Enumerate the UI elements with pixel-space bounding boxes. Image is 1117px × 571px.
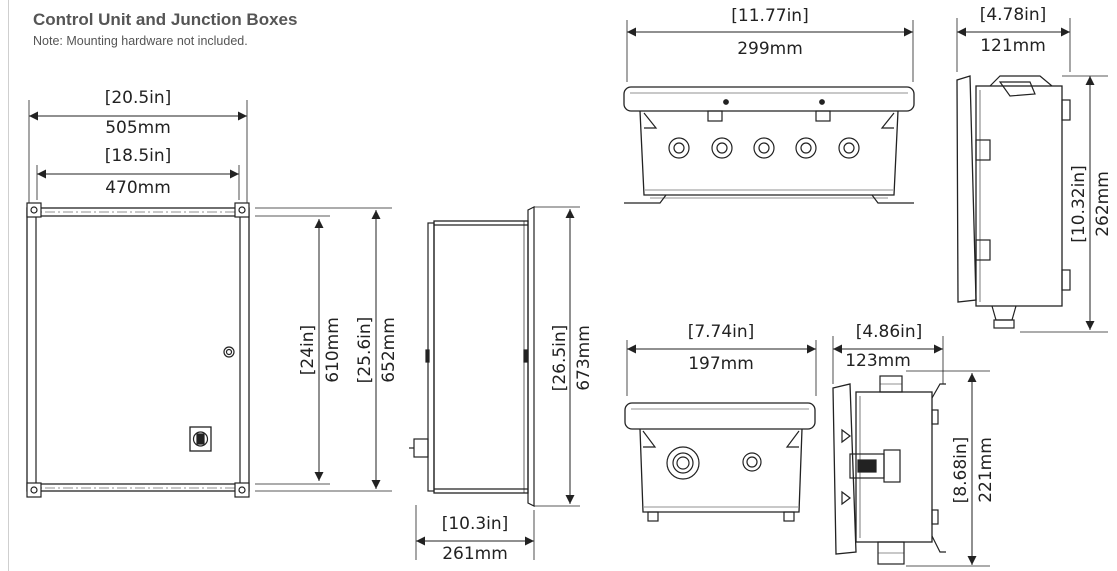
outer-width-in-label: [20.5in] xyxy=(105,88,172,108)
mounting-note: Note: Mounting hardware not included. xyxy=(33,34,248,48)
outer-width-mm-label: 505mm xyxy=(105,118,171,138)
inner-height-mm-label: 610mm xyxy=(323,317,343,383)
depth-mm-label: 261mm xyxy=(442,544,508,564)
large-box-depth-in-label: [4.78in] xyxy=(980,5,1047,25)
small-box-width-mm-label: 197mm xyxy=(688,354,754,374)
large-box-width-mm-label: 299mm xyxy=(737,39,803,59)
left-border-rule xyxy=(8,0,9,571)
mounting-tab-icon xyxy=(26,202,250,498)
inner-width-mm-label: 470mm xyxy=(105,178,171,198)
control-unit-side-view xyxy=(409,206,580,560)
small-junction-box-front-view xyxy=(624,340,817,522)
small-box-depth-in-label: [4.86in] xyxy=(856,322,923,342)
small-box-depth-mm-label: 123mm xyxy=(845,351,911,371)
small-box-height-in-label: [8.68in] xyxy=(951,437,971,504)
page-title: Control Unit and Junction Boxes xyxy=(33,10,298,29)
side-height-in-label: [26.5in] xyxy=(550,325,570,392)
small-box-width-in-label: [7.74in] xyxy=(688,322,755,342)
large-box-height-in-label: [10.32in] xyxy=(1069,165,1089,242)
side-height-mm-label: 673mm xyxy=(574,325,594,391)
large-box-height-mm-label: 262mm xyxy=(1093,171,1113,237)
depth-in-label: [10.3in] xyxy=(442,514,509,534)
inner-width-in-label: [18.5in] xyxy=(105,146,172,166)
control-unit-front-view xyxy=(26,100,392,498)
outer-height-mm-label: 652mm xyxy=(379,317,399,383)
cable-gland-icon xyxy=(666,446,762,480)
connector-icon xyxy=(849,449,901,483)
large-junction-box-front-view xyxy=(623,20,915,204)
large-junction-box-side-view xyxy=(956,18,1071,329)
disconnect-switch-icon xyxy=(189,426,212,452)
large-box-depth-mm-label: 121mm xyxy=(980,36,1046,56)
inner-height-in-label: [24in] xyxy=(298,325,318,375)
cable-gland-icon xyxy=(668,137,860,159)
large-box-width-in-label: [11.77in] xyxy=(731,6,808,26)
outer-height-in-label: [25.6in] xyxy=(355,317,375,384)
small-box-height-mm-label: 221mm xyxy=(976,437,996,503)
door-lock-icon xyxy=(223,346,235,358)
small-junction-box-side-view xyxy=(832,336,946,565)
